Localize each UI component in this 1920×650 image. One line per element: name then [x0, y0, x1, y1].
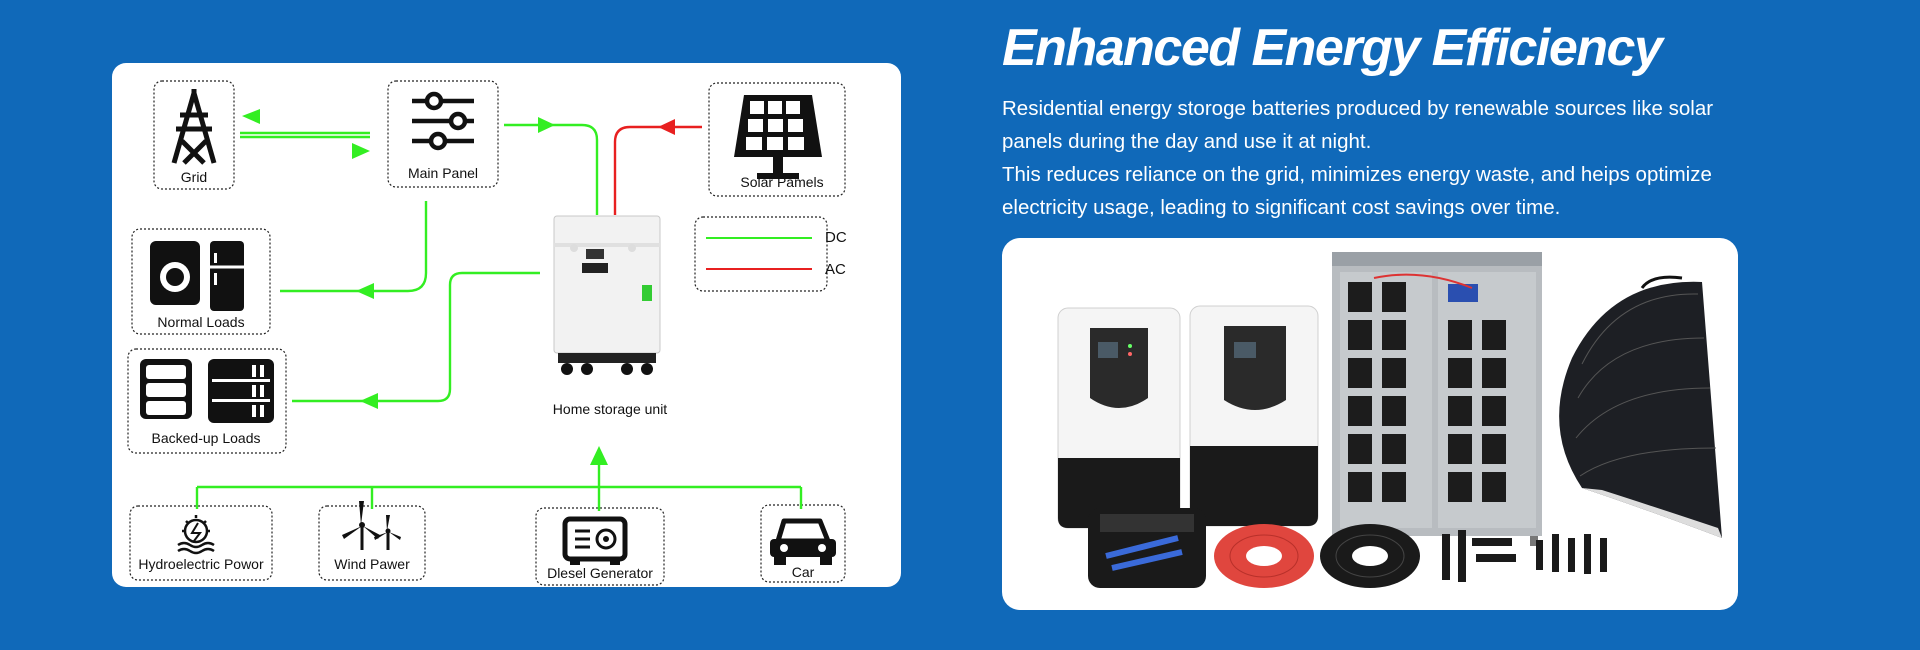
grid-label: Grid: [180, 169, 208, 185]
arrow-from-panel: [538, 117, 555, 133]
diesel-label: Dlesel Generator: [547, 565, 653, 581]
arrow-to-normal: [356, 283, 374, 299]
solar-panels-box: [708, 82, 846, 197]
hydro-label: Hydroelectric Powor: [138, 556, 264, 572]
backed-up-loads-label: Backed-up Loads: [151, 430, 261, 446]
server-rack-icon: [140, 359, 274, 423]
car-icon: [770, 518, 836, 565]
legend-dc-label: DC: [825, 229, 847, 246]
flexible-solar-panel: [1559, 275, 1722, 538]
red-cable-coil: [1214, 524, 1314, 588]
arrow-to-panel: [352, 143, 370, 159]
arrow-to-storage: [590, 446, 608, 465]
hydro-box: [129, 505, 273, 581]
connectors: [1442, 530, 1607, 582]
black-cable-coil: [1320, 524, 1420, 588]
inverter-unit: [1057, 307, 1181, 529]
battery-rack: [1332, 252, 1542, 546]
arrow-from-solar: [658, 119, 675, 135]
normal-loads-label: Normal Loads: [157, 314, 245, 330]
inverter-unit: [1189, 305, 1319, 527]
description: Residential energy storoge batteries pro…: [1002, 92, 1762, 224]
home-storage-label: Home storage unit: [552, 401, 668, 417]
car-label: Car: [791, 564, 815, 580]
arrow-to-grid: [242, 109, 260, 124]
arrow-to-backed: [360, 393, 378, 409]
sliders-icon: [412, 91, 474, 151]
solar-panel-icon: [734, 95, 822, 179]
product-illustration: [1057, 252, 1722, 588]
grid-box: [153, 80, 235, 190]
legend-ac-label: AC: [825, 261, 846, 278]
flow-lines: [195, 109, 803, 511]
generator-icon: [562, 516, 628, 565]
car-box: [760, 504, 846, 583]
diagram-graphic: .box { fill: none; stroke: #222; stroke-…: [127, 80, 846, 586]
product-image: [1002, 238, 1738, 610]
normal-loads-box: [131, 228, 271, 335]
backed-up-loads-box: [127, 348, 287, 454]
solar-panels-label: Solar Pamels: [740, 174, 824, 190]
headline: Enhanced Energy Efficiency: [1002, 19, 1663, 77]
wind-turbine-icon: [342, 501, 401, 550]
main-panel-label: Main Panel: [407, 165, 479, 181]
appliances-icon: [150, 241, 244, 311]
tool-kit: [1088, 508, 1206, 588]
energy-flow-diagram: .box { fill: none; stroke: #222; stroke-…: [112, 63, 901, 587]
power-tower-icon: [171, 89, 217, 165]
description-paragraph-2: This reduces reliance on the grid, minim…: [1002, 163, 1712, 219]
hydro-icon: [177, 515, 215, 555]
main-panel-box: [387, 80, 499, 188]
wind-label: Wind Pawer: [334, 556, 410, 572]
battery-cabinet-icon: [553, 215, 661, 375]
description-paragraph-1: Residential energy storoge batteries pro…: [1002, 97, 1714, 153]
legend-box: [694, 216, 828, 292]
